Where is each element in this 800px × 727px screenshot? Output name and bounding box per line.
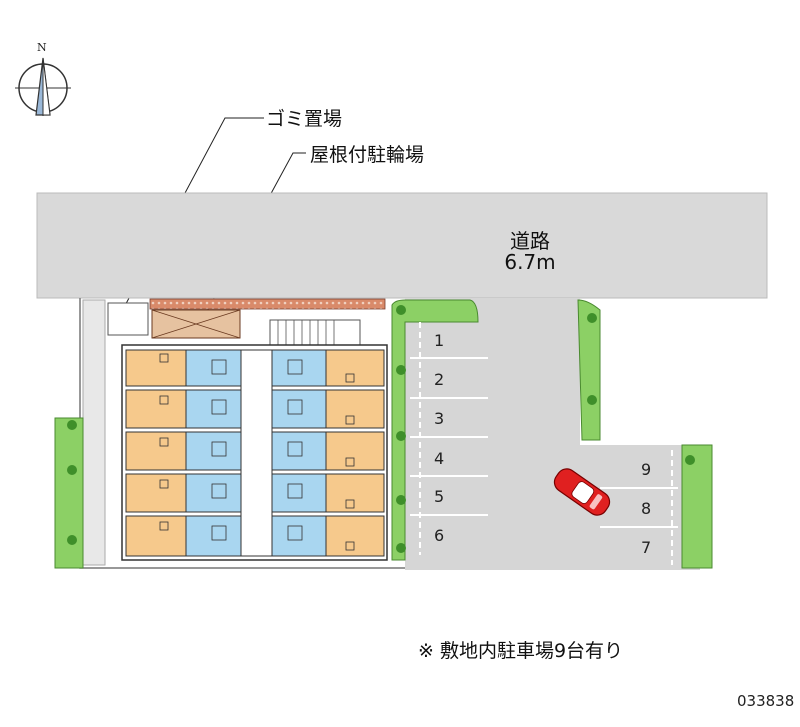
parking-space-3: 3 bbox=[434, 409, 444, 428]
left-path bbox=[82, 299, 106, 566]
road bbox=[36, 192, 768, 299]
staircase bbox=[269, 319, 361, 347]
parking-space-6: 6 bbox=[434, 526, 444, 545]
parking-note: ※ 敷地内駐車場9台有り bbox=[418, 640, 624, 662]
image-id: 033838 bbox=[737, 692, 795, 710]
road-name: 道路 bbox=[510, 229, 550, 253]
parking-lot bbox=[405, 298, 700, 570]
car-icon bbox=[553, 468, 611, 516]
compass-rose-icon: N bbox=[15, 41, 71, 116]
parking-space-5: 5 bbox=[434, 487, 444, 506]
fixture-marks bbox=[159, 353, 355, 551]
unit-row bbox=[125, 349, 385, 557]
tree-markers bbox=[67, 305, 695, 553]
parking-space-7: 7 bbox=[641, 538, 651, 557]
parking-space-8: 8 bbox=[641, 499, 651, 518]
parking-space-2: 2 bbox=[434, 370, 444, 389]
garbage-area-label: ゴミ置場 bbox=[266, 108, 343, 130]
garbage-area bbox=[107, 302, 149, 336]
center-corridor bbox=[240, 349, 273, 557]
parking-lines bbox=[410, 322, 678, 565]
apartment-building bbox=[121, 344, 388, 561]
bicycle-shelter-label: 屋根付駐輪場 bbox=[310, 144, 425, 166]
road-width: 6.7m bbox=[504, 250, 556, 274]
parking-space-1: 1 bbox=[434, 331, 444, 350]
parking-space-9: 9 bbox=[641, 460, 651, 479]
bicycle-shelter-roof bbox=[149, 298, 386, 310]
stair-steps bbox=[277, 320, 335, 346]
parking-space-4: 4 bbox=[434, 449, 444, 468]
wet-area-row bbox=[185, 349, 327, 557]
compass-north-label: N bbox=[37, 41, 47, 54]
